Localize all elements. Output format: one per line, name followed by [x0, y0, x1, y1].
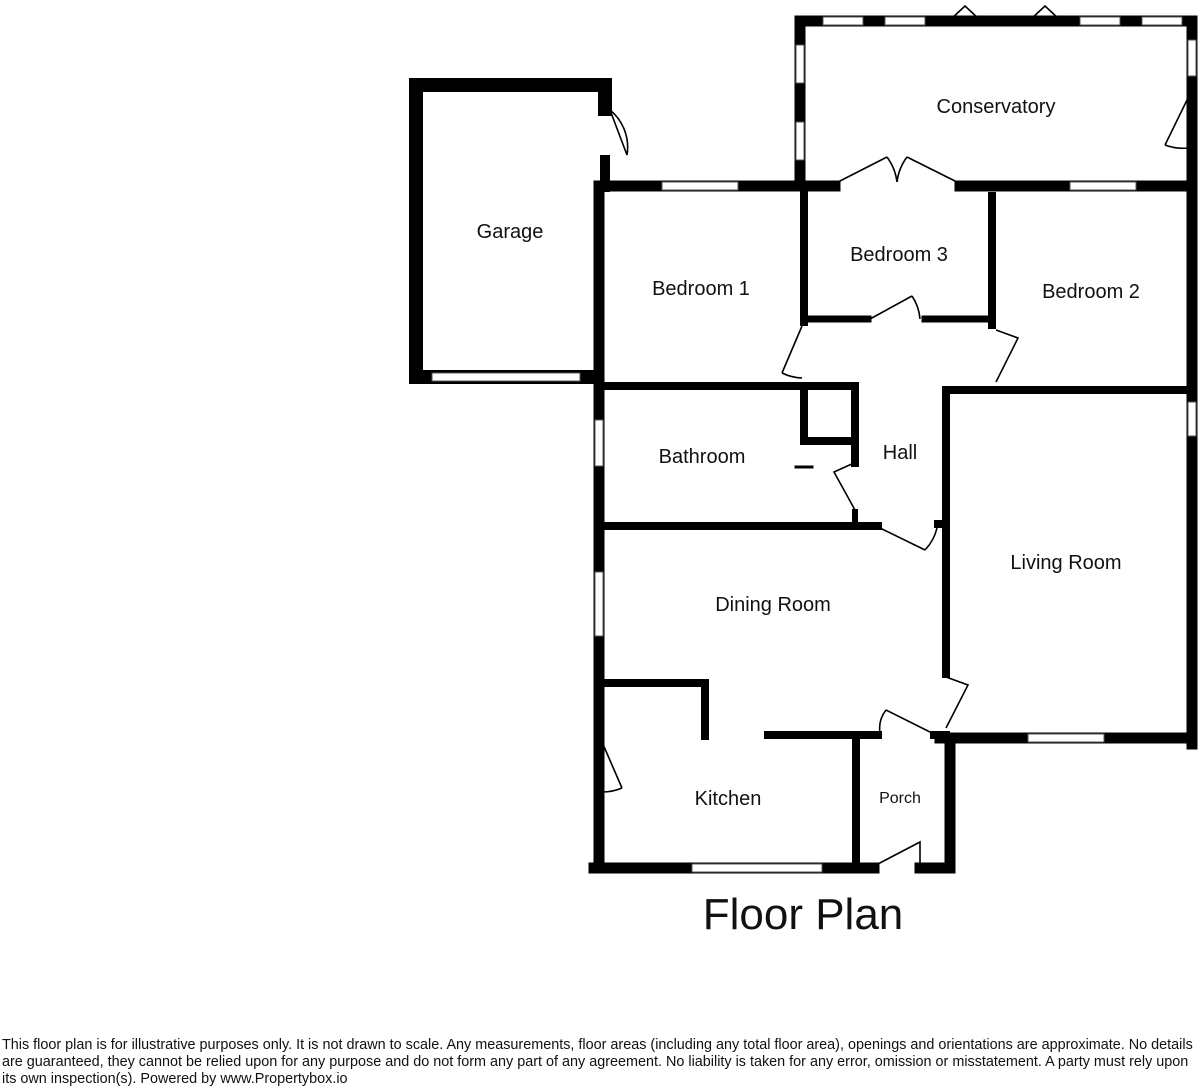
- room-label-kitchen: Kitchen: [695, 788, 762, 810]
- window: [691, 863, 823, 873]
- window: [1187, 39, 1197, 77]
- window: [884, 16, 926, 26]
- door-conservatory-right: [896, 156, 958, 183]
- window: [795, 121, 805, 161]
- conservatory-walls: [794, 15, 1198, 192]
- door-porch-inner: [878, 709, 933, 734]
- door-conservatory-top-a: [949, 4, 981, 21]
- door-garage: [609, 109, 629, 156]
- room-label-bathroom: Bathroom: [659, 446, 746, 468]
- window: [594, 419, 604, 467]
- door-bedroom1: [781, 325, 803, 379]
- window: [1187, 401, 1197, 437]
- window: [431, 372, 581, 382]
- door-conservatory-left: [837, 156, 898, 183]
- room-labels: Conservatory Garage Bedroom 1 Bedroom 3 …: [477, 96, 1140, 810]
- window: [1141, 16, 1183, 26]
- window: [1027, 733, 1105, 743]
- door-bathroom: [832, 462, 856, 511]
- door-bedroom2: [995, 329, 1020, 383]
- room-label-porch: Porch: [879, 790, 921, 807]
- window: [594, 571, 604, 637]
- door-kitchen: [601, 741, 623, 793]
- walls: [409, 15, 1198, 874]
- room-label-bedroom-1: Bedroom 1: [652, 278, 750, 300]
- window: [822, 16, 864, 26]
- windows: [431, 16, 1197, 873]
- room-label-dining-room: Dining Room: [715, 594, 831, 616]
- window: [1079, 16, 1121, 26]
- door-dining-hall: [879, 527, 938, 551]
- window: [661, 181, 739, 191]
- window: [1069, 181, 1137, 191]
- room-label-hall: Hall: [883, 442, 917, 464]
- door-conservatory-top-b: [1029, 4, 1061, 21]
- plan-title: Floor Plan: [703, 890, 904, 939]
- room-label-bedroom-3: Bedroom 3: [850, 244, 948, 266]
- doors: [601, 4, 1189, 866]
- disclaimer-text: This floor plan is for illustrative purp…: [2, 1037, 1193, 1087]
- door-bedroom3: [869, 295, 921, 320]
- room-label-bedroom-2: Bedroom 2: [1042, 281, 1140, 303]
- door-living: [945, 676, 970, 729]
- kitchen-top-wall: [598, 679, 709, 740]
- room-label-living-room: Living Room: [1010, 552, 1121, 574]
- porch-bottom-wall: [914, 732, 956, 874]
- closet-walls: [800, 382, 859, 445]
- window: [795, 44, 805, 84]
- room-label-conservatory: Conservatory: [937, 96, 1056, 118]
- room-label-garage: Garage: [477, 221, 544, 243]
- door-porch-front: [875, 840, 921, 866]
- door-conservatory-side: [1164, 97, 1189, 150]
